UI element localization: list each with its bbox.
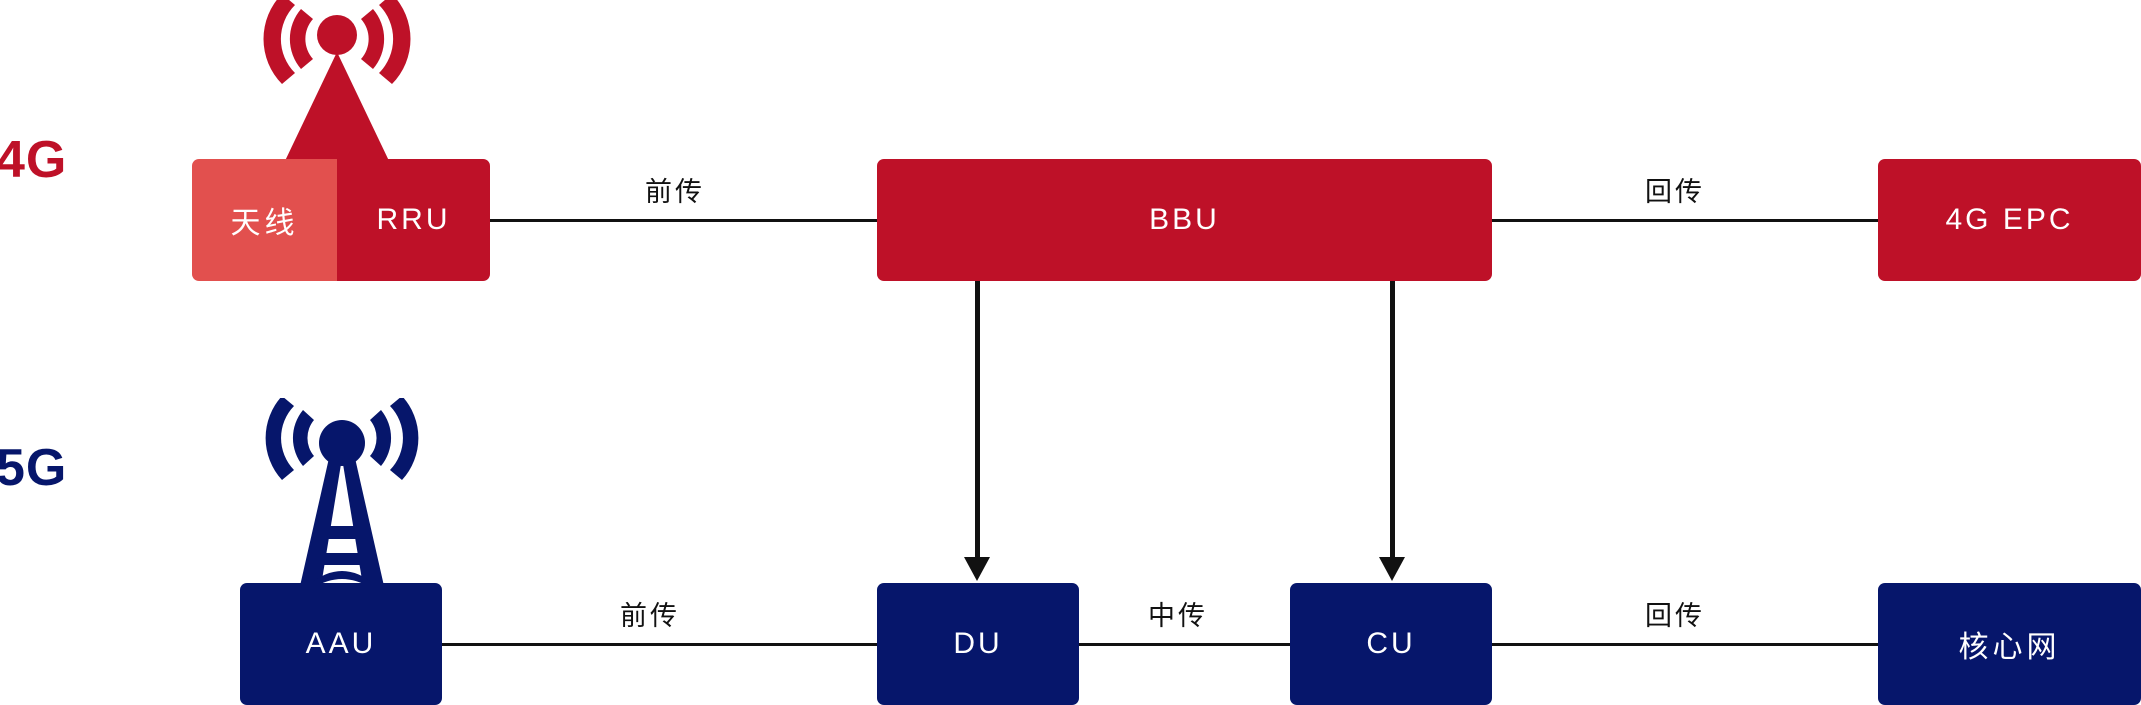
link-line-5g-midhaul <box>1077 643 1292 646</box>
node-du[interactable]: DU <box>877 583 1079 705</box>
node-4g-epc-label: 4G EPC <box>1945 203 2074 236</box>
node-antenna-rru[interactable]: 天线 RRU <box>192 159 490 281</box>
link-label-5g-midhaul: 中传 <box>1148 601 1208 631</box>
evolution-arrow-bbu-to-cu-shaft <box>1390 281 1395 559</box>
node-5g-core-label: 核心网 <box>1958 631 2061 664</box>
node-bbu-label: BBU <box>1149 203 1220 236</box>
node-5g-core[interactable]: 核心网 <box>1878 583 2141 705</box>
node-cu[interactable]: CU <box>1290 583 1492 705</box>
link-line-4g-fronthaul <box>488 219 880 222</box>
row-label-4g: 4G <box>0 131 68 189</box>
link-line-5g-backhaul <box>1490 643 1880 646</box>
link-line-4g-backhaul <box>1490 219 1880 222</box>
node-aau-label: AAU <box>305 627 377 660</box>
node-antenna-label: 天线 <box>192 159 337 281</box>
node-aau[interactable]: AAU <box>240 583 442 705</box>
link-label-5g-backhaul: 回传 <box>1645 601 1705 631</box>
node-rru-label: RRU <box>337 159 490 281</box>
node-cu-label: CU <box>1366 627 1416 660</box>
node-bbu[interactable]: BBU <box>877 159 1492 281</box>
node-4g-epc[interactable]: 4G EPC <box>1878 159 2141 281</box>
evolution-arrow-bbu-to-du-head <box>964 557 990 581</box>
lattice-tower-icon <box>262 396 422 590</box>
evolution-arrow-bbu-to-cu-head <box>1379 557 1405 581</box>
link-label-5g-fronthaul: 前传 <box>620 601 680 631</box>
node-du-label: DU <box>953 627 1003 660</box>
cell-tower-icon <box>252 0 422 165</box>
row-label-5g: 5G <box>0 439 68 497</box>
link-line-5g-fronthaul <box>440 643 880 646</box>
link-label-4g-backhaul: 回传 <box>1645 177 1705 207</box>
link-label-4g-fronthaul: 前传 <box>645 177 705 207</box>
evolution-arrow-bbu-to-du-shaft <box>975 281 980 559</box>
